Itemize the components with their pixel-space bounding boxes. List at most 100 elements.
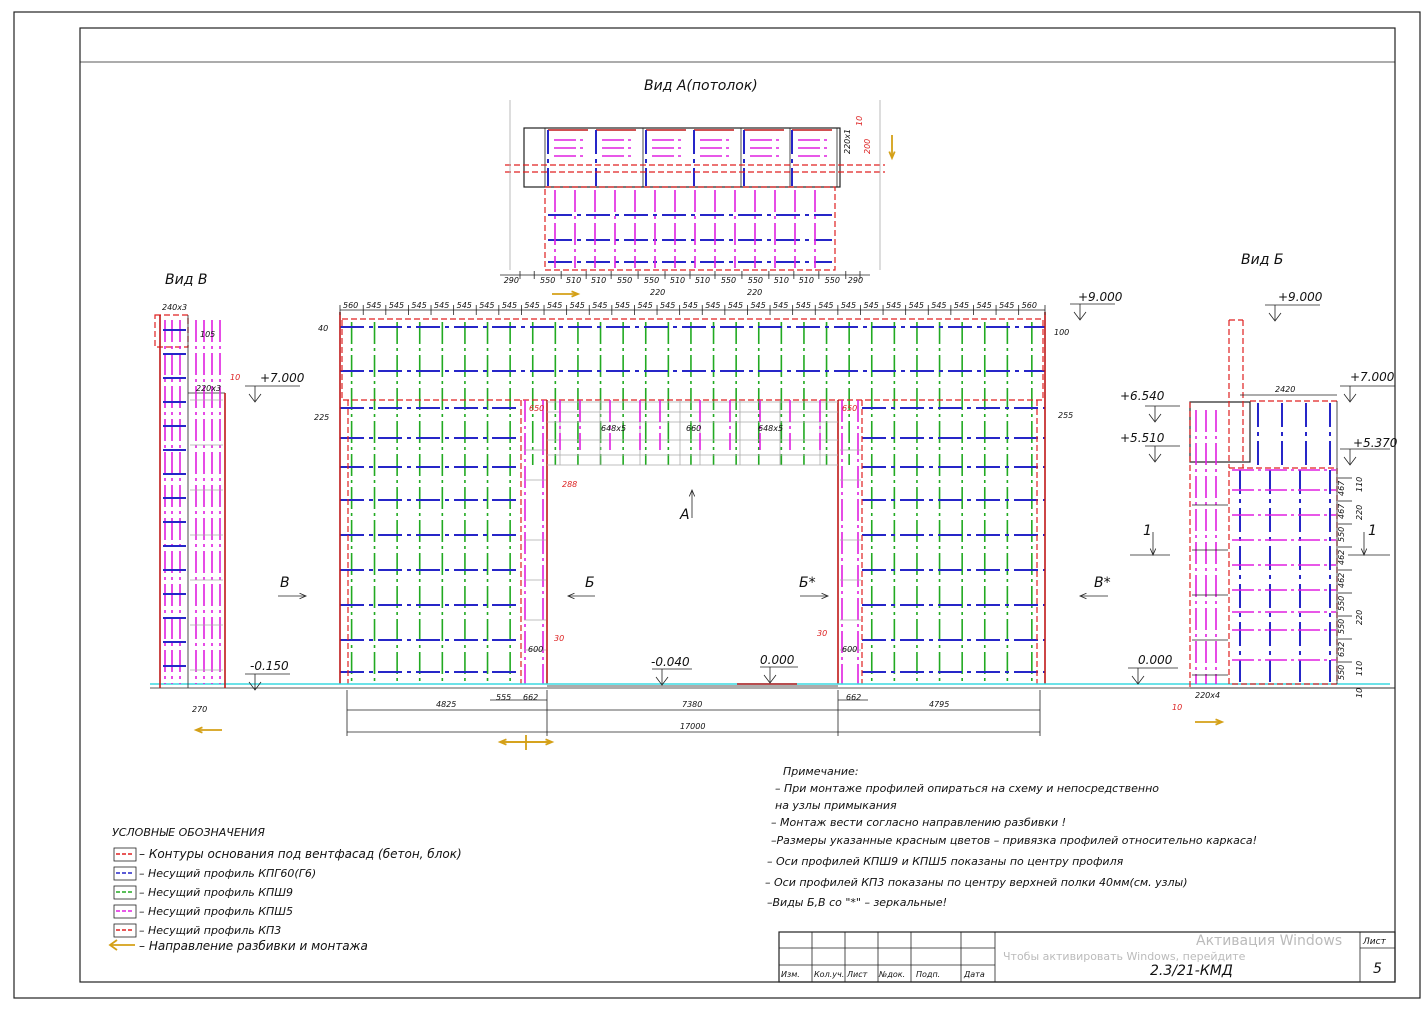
top-dim-label: 545 <box>547 301 562 310</box>
level-minus-0150: -0.150 <box>250 659 289 673</box>
col-izm: Изм. <box>781 970 800 979</box>
section-arrow-left <box>1149 532 1157 557</box>
dim-105: 105 <box>200 330 215 339</box>
view-v-elevation <box>154 314 300 734</box>
group-dim-label: 220 <box>1355 610 1364 625</box>
level-6540: +6.540 <box>1120 389 1165 403</box>
view-v-arrow <box>278 592 308 600</box>
top-dim-label: 545 <box>524 301 539 310</box>
legend-item: – Контуры основания под вентфасад (бетон… <box>113 847 462 862</box>
level-5510: +5.510 <box>1120 431 1165 445</box>
dim-2420: 2420 <box>1275 385 1295 394</box>
dim-200-top: 200 <box>863 139 872 154</box>
level-7000-v: +7.000 <box>260 371 305 385</box>
dim-10-b: 10 <box>1355 688 1364 698</box>
legend-label: – Несущий профиль КПШ5 <box>139 905 293 918</box>
dim-30-left: 30 <box>554 634 564 643</box>
arrow-head <box>299 592 308 600</box>
legend-label: – Несущий профиль КПГ60(Г6) <box>139 867 316 880</box>
generated-dimension-labels: 560 545 545 545 545 545 545 545 545 545 545 545 545 5… <box>339 301 1046 315</box>
top-dim-label: 545 <box>592 301 607 310</box>
dim-10-top: 10 <box>855 116 864 126</box>
level-5370: +5.370 <box>1353 436 1398 450</box>
side-dim-label: 632 <box>1337 642 1346 657</box>
top-dim-label: 545 <box>954 301 969 310</box>
dim-555: 555 <box>496 693 511 702</box>
top-view-dim-label: 550 <box>644 276 659 285</box>
dim-662-right: 662 <box>846 693 861 702</box>
top-dim-label: 545 <box>750 301 765 310</box>
top-dim-label: 560 <box>343 301 358 310</box>
top-direction-arrow <box>552 290 581 298</box>
top-view-dim-label: 510 <box>774 276 789 285</box>
inner-frame <box>79 27 1396 983</box>
view-b-direction-arrow <box>1195 718 1225 726</box>
side-dim-label: 550 <box>1337 665 1346 680</box>
dim-600-right: 600 <box>842 645 857 654</box>
side-dim-label: 550 <box>1337 619 1346 634</box>
top-dim-label: 545 <box>411 301 426 310</box>
base-contour-top <box>341 318 1044 401</box>
level-top-9000: +9.000 <box>1078 290 1123 304</box>
top-down-arrow <box>888 135 896 161</box>
legend-label: – Несущий профиль КП3 <box>139 924 281 937</box>
legend-item: – Направление разбивки и монтажа <box>108 939 368 953</box>
view-v-title: Вид В <box>165 272 207 288</box>
top-view-dim-label: 290 <box>504 276 519 285</box>
side-dim-label: 550 <box>1337 596 1346 611</box>
marker-v-star: В* <box>1094 575 1111 591</box>
top-dim-label: 545 <box>660 301 675 310</box>
dim-10-b-red: 10 <box>1172 703 1182 712</box>
top-dim-label: 545 <box>886 301 901 310</box>
top-dim-label: 545 <box>773 301 788 310</box>
top-dim-label: 545 <box>841 301 856 310</box>
arrow-head <box>688 488 696 497</box>
arrow-head <box>497 738 507 746</box>
view-b-star-arrow <box>800 592 830 600</box>
main-elevation-grid <box>150 303 1395 750</box>
view-b-upper-box <box>1189 401 1251 463</box>
dim-650-right: 650 <box>842 404 857 413</box>
legend-label: – Несущий профиль КПШ9 <box>139 886 293 899</box>
section-arrow-right <box>1360 532 1368 557</box>
top-view-dim-label: 550 <box>617 276 632 285</box>
top-view-dim-label: 510 <box>670 276 685 285</box>
side-dim-label: 550 <box>1337 527 1346 542</box>
note-line: –Размеры указанные красным цветов – прив… <box>771 834 1257 847</box>
note-line: – Монтаж вести согласно направлению разб… <box>771 816 1066 829</box>
note-line: – Оси профилей КПШ9 и КПШ5 показаны по ц… <box>767 855 1124 868</box>
note-line: –Виды Б,В со "*" – зеркальные! <box>767 896 947 909</box>
legend-label: – Контуры основания под вентфасад (бетон… <box>139 847 462 861</box>
arrow-head <box>888 151 896 161</box>
legend-item: – Несущий профиль КПГ60(Г6) <box>113 866 316 881</box>
top-dim-label: 545 <box>570 301 585 310</box>
col-koluch: Кол.уч. <box>814 970 844 979</box>
arrow-head <box>566 592 575 600</box>
top-view-dim-label: 510 <box>566 276 581 285</box>
top-dim-label: 545 <box>728 301 743 310</box>
legend: – Контуры основания под вентфасад (бетон… <box>108 847 462 953</box>
top-view-dim-label: 550 <box>540 276 555 285</box>
legend-item: – Несущий профиль КП3 <box>113 923 281 938</box>
dim-4795: 4795 <box>929 700 949 709</box>
dim-30-right: 30 <box>817 629 827 638</box>
top-view-dim-label: 510 <box>799 276 814 285</box>
group-dim-label: 110 <box>1355 661 1364 676</box>
note-line: – Оси профилей КП3 показаны по центру ве… <box>765 876 1188 889</box>
arrow-head <box>571 290 581 298</box>
marker-b-star: Б* <box>799 575 816 591</box>
top-view-dim-label: 550 <box>748 276 763 285</box>
arrow-head <box>1149 548 1157 557</box>
top-dim-label: 545 <box>502 301 517 310</box>
col-list: Лист <box>846 970 868 979</box>
dim-220x3: 220x3 <box>196 384 221 393</box>
top-dim-label: 545 <box>389 301 404 310</box>
legend-swatch <box>113 847 137 862</box>
view-b-arrow <box>566 592 595 600</box>
top-dim-label: 545 <box>818 301 833 310</box>
dim-288: 288 <box>562 480 577 489</box>
legend-swatch <box>113 904 137 919</box>
level-9000-b: +9.000 <box>1278 290 1323 304</box>
